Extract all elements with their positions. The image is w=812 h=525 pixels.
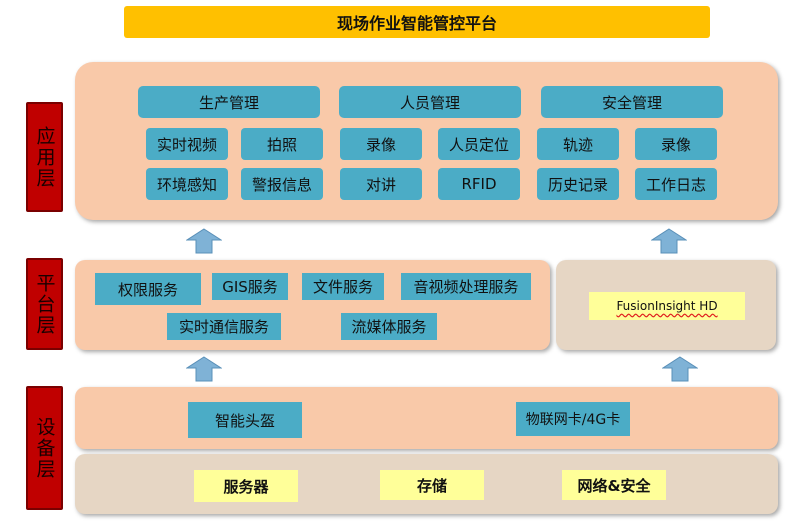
arrow-up-icon [662, 356, 698, 382]
device-panel [75, 387, 778, 449]
layer-label-application: 应用层 [26, 102, 63, 212]
page-title: 现场作业智能管控平台 [124, 6, 710, 38]
arrow-up-icon [186, 356, 222, 382]
service-realtime-comm: 实时通信服务 [167, 313, 281, 340]
device-iot-card: 物联网卡/4G卡 [516, 402, 630, 436]
service-permission: 权限服务 [95, 273, 201, 305]
infra-storage: 存储 [380, 470, 484, 500]
service-gis: GIS服务 [212, 273, 288, 300]
group-header-personnel: 人员管理 [339, 86, 521, 118]
infra-network-security: 网络&安全 [562, 470, 666, 500]
app-item-recording-2: 录像 [635, 128, 717, 160]
layer-label-device: 设备层 [26, 386, 63, 510]
infra-server: 服务器 [194, 470, 298, 502]
app-item-positioning: 人员定位 [438, 128, 520, 160]
device-smart-helmet: 智能头盔 [188, 402, 302, 438]
app-item-history: 历史记录 [537, 168, 619, 200]
layer-label-platform: 平台层 [26, 258, 63, 350]
app-item-trajectory: 轨迹 [537, 128, 619, 160]
bigdata-platform-label: FusionInsight HD [616, 299, 718, 313]
app-item-alarm: 警报信息 [241, 168, 323, 200]
service-streaming: 流媒体服务 [341, 313, 437, 340]
service-av-processing: 音视频处理服务 [401, 273, 531, 300]
app-item-work-log: 工作日志 [635, 168, 717, 200]
group-header-safety: 安全管理 [541, 86, 723, 118]
app-item-environment: 环境感知 [146, 168, 228, 200]
service-file: 文件服务 [302, 273, 384, 300]
arrow-up-icon [651, 228, 687, 254]
app-item-rfid: RFID [438, 168, 520, 200]
arrow-up-icon [186, 228, 222, 254]
app-item-photo: 拍照 [241, 128, 323, 160]
bigdata-platform-box: FusionInsight HD [589, 292, 745, 320]
app-item-recording: 录像 [340, 128, 422, 160]
app-item-realtime-video: 实时视频 [146, 128, 228, 160]
group-header-production: 生产管理 [138, 86, 320, 118]
app-item-intercom: 对讲 [340, 168, 422, 200]
